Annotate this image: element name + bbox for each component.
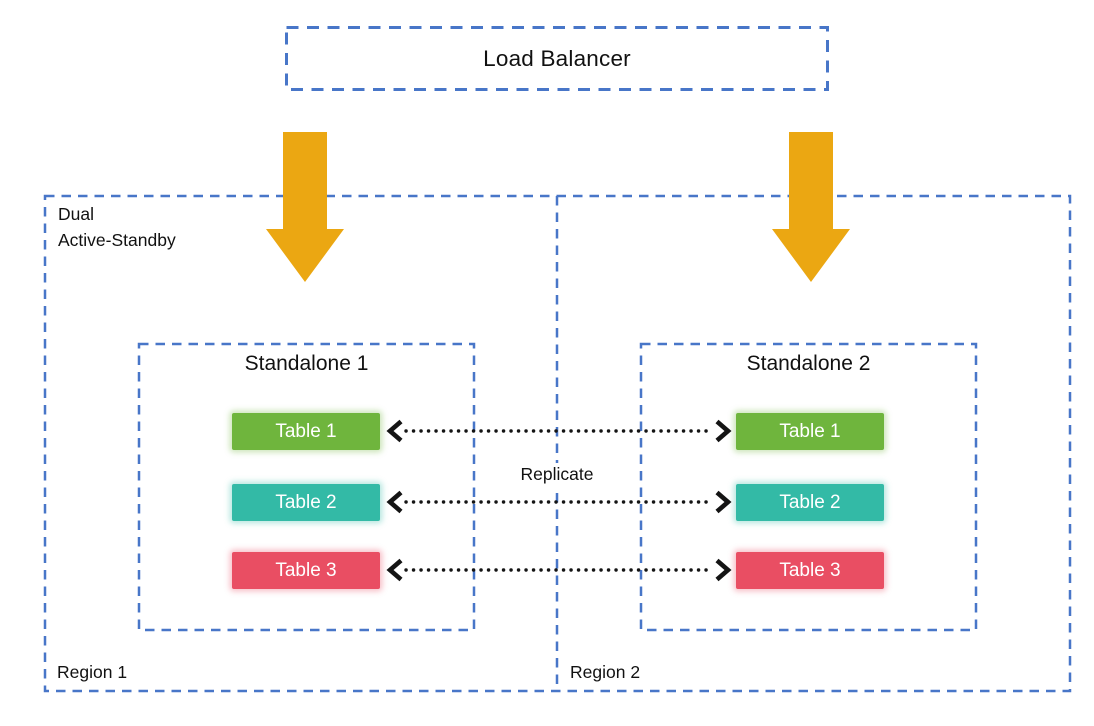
standalone2-table1-chip: Table 1 — [736, 413, 884, 450]
standalone1-table3-chip: Table 3 — [232, 552, 380, 589]
arrowhead-right-icon — [715, 490, 732, 514]
load-balancer-box — [285, 26, 829, 91]
load-balancer-label: Load Balancer — [483, 45, 631, 71]
architecture-label-line1: Dual — [58, 204, 94, 224]
standalone2-table2-chip: Table 2 — [736, 484, 884, 521]
architecture-label-line2: Active-Standby — [58, 230, 176, 250]
standalone1-table1-chip: Table 1 — [232, 413, 380, 450]
replicate-arrow-table1 — [386, 419, 732, 443]
standalone1-box — [137, 342, 476, 632]
standalone2-table3-chip: Table 3 — [736, 552, 884, 589]
arrowhead-left-icon — [386, 490, 403, 514]
architecture-label: Dual Active-Standby — [58, 201, 176, 253]
arrowhead-left-icon — [386, 558, 403, 582]
standalone1-title: Standalone 1 — [244, 352, 369, 375]
standalone2-title: Standalone 2 — [746, 352, 871, 375]
replicate-label: Replicate — [487, 463, 627, 486]
region1-label: Region 1 — [57, 662, 128, 682]
standalone1-table2-chip: Table 2 — [232, 484, 380, 521]
replicate-arrow-table2 — [386, 490, 732, 514]
region2-label: Region 2 — [570, 662, 641, 682]
replicate-arrow-table3 — [386, 558, 732, 582]
standalone2-box — [639, 342, 978, 632]
arrowhead-right-icon — [715, 419, 732, 443]
arrowhead-right-icon — [715, 558, 732, 582]
arrowhead-left-icon — [386, 419, 403, 443]
